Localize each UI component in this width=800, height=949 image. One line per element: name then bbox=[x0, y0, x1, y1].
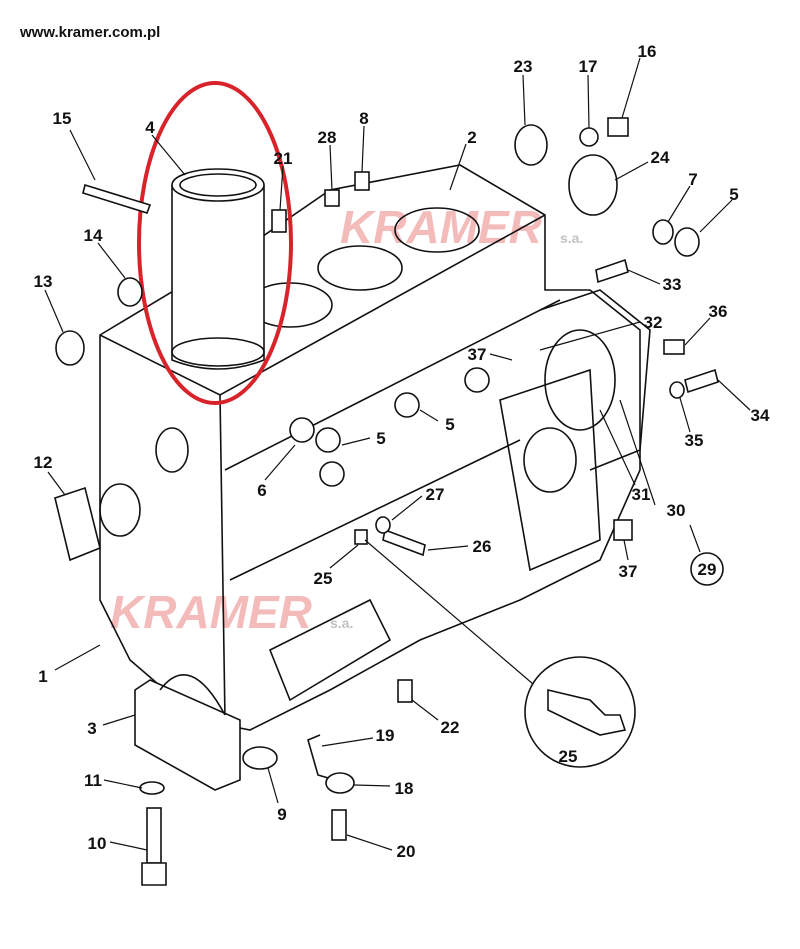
plug bbox=[319, 461, 345, 487]
callout-label: 9 bbox=[277, 805, 286, 824]
plug bbox=[568, 154, 618, 216]
callout-label: 1 bbox=[38, 667, 47, 686]
callout-label: 31 bbox=[632, 485, 651, 504]
watermark: KRAMER bbox=[340, 201, 542, 253]
bolt bbox=[139, 781, 167, 886]
watermark-suffix: s.a. bbox=[560, 230, 583, 246]
watermark: KRAMER bbox=[110, 586, 312, 638]
callout-label: 23 bbox=[514, 57, 533, 76]
callout-label: 29 bbox=[698, 560, 717, 579]
plug bbox=[324, 189, 340, 207]
plug bbox=[117, 277, 143, 307]
callout-label: 37 bbox=[619, 562, 638, 581]
callout-label: 2 bbox=[467, 128, 476, 147]
bolt bbox=[382, 528, 426, 557]
callout-label: 12 bbox=[34, 453, 53, 472]
stud bbox=[82, 183, 152, 214]
plug bbox=[394, 392, 420, 418]
plug bbox=[514, 124, 548, 166]
bushing bbox=[54, 486, 101, 562]
plug bbox=[315, 427, 341, 453]
callout-label: 28 bbox=[318, 128, 337, 147]
callout-label: 14 bbox=[84, 226, 103, 245]
callout-label: 3 bbox=[87, 719, 96, 738]
leader-lines bbox=[44, 57, 751, 851]
plug bbox=[674, 227, 700, 257]
ref-circle bbox=[690, 552, 724, 586]
callout-label: 13 bbox=[34, 272, 53, 291]
dowel bbox=[663, 339, 685, 355]
watermark-suffix: s.a. bbox=[330, 615, 353, 631]
callout-label: 6 bbox=[257, 481, 266, 500]
callout-label: 18 bbox=[395, 779, 414, 798]
callout-label: 26 bbox=[473, 537, 492, 556]
sensor-detail bbox=[547, 688, 627, 736]
callout-label: 17 bbox=[579, 57, 598, 76]
callout-label: 32 bbox=[644, 313, 663, 332]
bearing-cap bbox=[134, 673, 241, 791]
callout-label: 20 bbox=[397, 842, 416, 861]
callout-label: 10 bbox=[88, 834, 107, 853]
plug bbox=[397, 679, 413, 703]
plug bbox=[652, 219, 674, 245]
plug bbox=[55, 330, 85, 366]
cylinder-liner bbox=[171, 168, 265, 370]
callout-label: 21 bbox=[274, 149, 293, 168]
plug bbox=[464, 367, 490, 393]
callout-label: 33 bbox=[663, 275, 682, 294]
plug bbox=[289, 417, 315, 443]
washer bbox=[375, 516, 391, 534]
plug bbox=[271, 209, 287, 233]
plug bbox=[607, 117, 629, 137]
callout-label: 35 bbox=[685, 431, 704, 450]
highlight-ring bbox=[137, 81, 293, 405]
callout-label: 30 bbox=[667, 501, 686, 520]
callout-label: 16 bbox=[638, 42, 657, 61]
callout-labels: 15 4 21 28 8 2 23 17 16 24 7 5 14 13 33 … bbox=[34, 42, 770, 861]
callout-label: 5 bbox=[729, 185, 738, 204]
callout-label: 25 bbox=[559, 747, 578, 766]
callout-label: 36 bbox=[709, 302, 728, 321]
plug bbox=[354, 171, 370, 191]
site-url: www.kramer.com.pl bbox=[20, 24, 161, 41]
callout-label: 22 bbox=[441, 718, 460, 737]
callout-label: 4 bbox=[145, 118, 155, 137]
pipe bbox=[307, 734, 336, 781]
callout-label: 34 bbox=[751, 406, 770, 425]
callout-label: 27 bbox=[426, 485, 445, 504]
sensor bbox=[354, 529, 368, 545]
washer bbox=[669, 381, 685, 399]
callout-label: 19 bbox=[376, 726, 395, 745]
bolt bbox=[684, 368, 719, 394]
banjo-fitting bbox=[325, 772, 355, 794]
callout-label: 8 bbox=[359, 109, 368, 128]
bolt bbox=[595, 258, 629, 284]
callout-label: 5 bbox=[445, 415, 454, 434]
banjo-bolt bbox=[331, 809, 347, 841]
engine-block bbox=[99, 164, 651, 731]
plug bbox=[613, 519, 633, 541]
washer bbox=[579, 127, 599, 147]
callout-label: 15 bbox=[53, 109, 72, 128]
callout-label: 7 bbox=[688, 170, 697, 189]
callout-label: 24 bbox=[651, 148, 670, 167]
callout-label: 25 bbox=[314, 569, 333, 588]
callout-label: 5 bbox=[376, 429, 385, 448]
callout-label: 11 bbox=[84, 771, 102, 790]
seal-ring bbox=[242, 746, 278, 770]
callout-label: 37 bbox=[468, 345, 487, 364]
